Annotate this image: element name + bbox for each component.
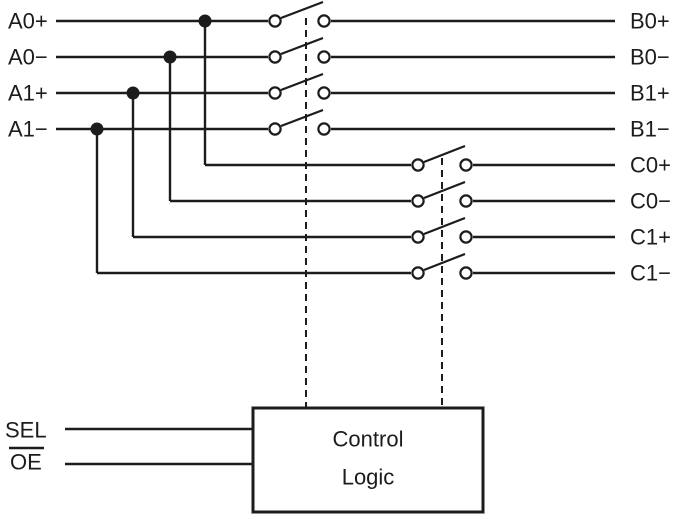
switch-blade bbox=[423, 180, 466, 200]
net-label-a1-minusplus: A1+ bbox=[8, 81, 48, 106]
net-label-c1-minus: C1− bbox=[630, 261, 671, 286]
switch-contact bbox=[411, 194, 425, 208]
switch-contact bbox=[459, 194, 473, 208]
net-label-b0-minus: B0− bbox=[630, 45, 670, 70]
switch-contact bbox=[268, 50, 282, 64]
control-logic-label-line2: Logic bbox=[342, 465, 395, 490]
switch-contact bbox=[411, 230, 425, 244]
switch-contact bbox=[317, 50, 331, 64]
switch-blade bbox=[280, 72, 324, 92]
switch-contact bbox=[268, 122, 282, 136]
switch-contact bbox=[459, 230, 473, 244]
control-logic-box bbox=[251, 406, 485, 514]
net-label-c1-minusplus: C1+ bbox=[630, 225, 671, 250]
switch-contact bbox=[317, 122, 331, 136]
switch-contact bbox=[459, 266, 473, 280]
control-logic-label-line1: Control bbox=[333, 427, 404, 452]
switch-contact bbox=[459, 158, 473, 172]
switch-contact bbox=[268, 14, 282, 28]
switch-blade bbox=[423, 252, 466, 272]
control-input-label-sel: SEL bbox=[5, 418, 47, 443]
switch-blade bbox=[423, 216, 466, 236]
switch-blade bbox=[280, 108, 324, 128]
net-label-c0-minus: C0− bbox=[630, 189, 671, 214]
switch-contact bbox=[268, 86, 282, 100]
switch-contact bbox=[317, 86, 331, 100]
switch-blade bbox=[423, 144, 466, 164]
switch-contact bbox=[411, 266, 425, 280]
net-label-b0-minusplus: B0+ bbox=[630, 9, 670, 34]
net-label-a0-minusplus: A0+ bbox=[8, 9, 48, 34]
switch-contact bbox=[411, 158, 425, 172]
switch-blade bbox=[280, 0, 324, 20]
control-input-label-oe: OE bbox=[10, 450, 42, 475]
net-label-c0-minusplus: C0+ bbox=[630, 153, 671, 178]
net-label-b1-minusplus: B1+ bbox=[630, 81, 670, 106]
switch-contact bbox=[317, 14, 331, 28]
net-label-a0-minus: A0− bbox=[8, 45, 48, 70]
switch-blade bbox=[280, 36, 324, 56]
net-label-b1-minus: B1− bbox=[630, 117, 670, 142]
net-label-a1-minus: A1− bbox=[8, 117, 48, 142]
